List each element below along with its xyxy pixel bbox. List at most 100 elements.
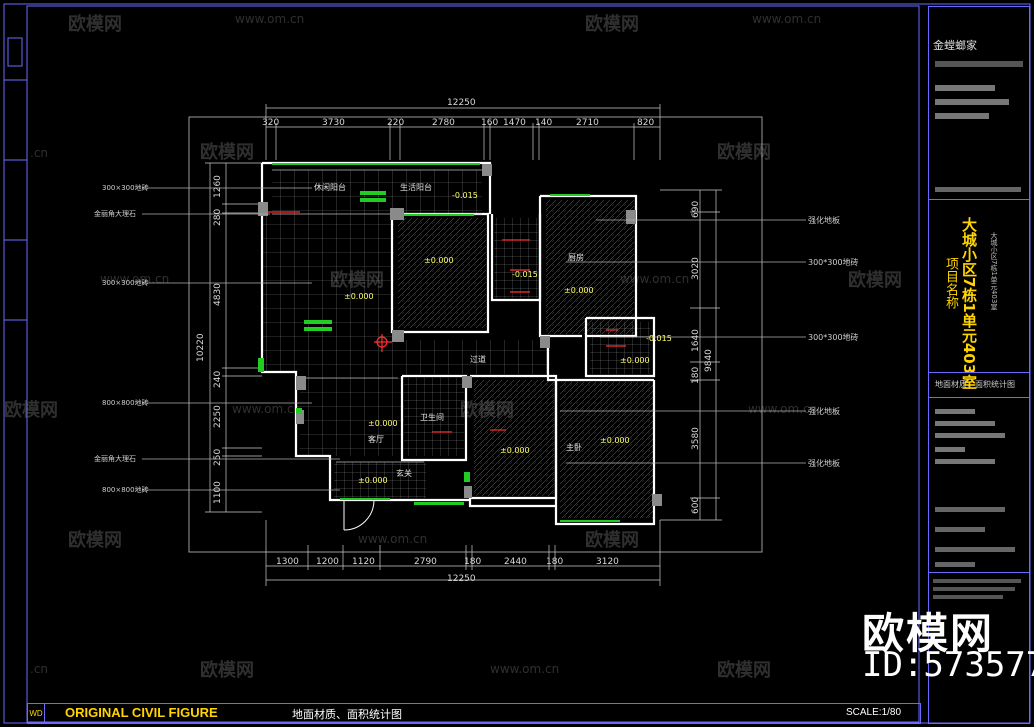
dim-right-seg: 180 <box>691 366 701 384</box>
kitchen-floor <box>398 218 486 328</box>
dim-top-seg: 160 <box>481 118 499 128</box>
watermark-logo: 欧模网 <box>717 142 771 163</box>
room-label: 厨房 <box>568 253 584 262</box>
watermark-url: www.om.cn <box>620 272 690 286</box>
elevation-mark: ±0.000 <box>564 286 594 295</box>
watermark-logo: 欧模网 <box>585 14 639 35</box>
dim-top-seg: 220 <box>387 118 405 128</box>
watermark-url: .cn <box>30 662 49 676</box>
info-bar <box>935 562 975 567</box>
dim-bottom-seg: 2440 <box>504 557 527 567</box>
watermark-url: .cn <box>30 146 49 160</box>
drawing-subtitle: 地面材质、面积统计图 <box>292 708 402 721</box>
watermark-url: www.om.cn <box>235 12 305 26</box>
watermark-url: www.om.cn <box>748 402 818 416</box>
dim-bottom-seg: 1200 <box>316 557 339 567</box>
elevation-mark: -0.015 <box>452 191 478 200</box>
room-label: 玄关 <box>396 469 412 478</box>
left-note: 800×800地砖 <box>102 486 149 494</box>
company-line <box>935 61 1023 67</box>
drawing-name: 地面材质，面积统计图 <box>935 380 1015 389</box>
watermark-logo: 欧模网 <box>68 530 122 551</box>
dim-bottom-seg: 3120 <box>596 557 619 567</box>
elevation-mark: ±0.000 <box>500 446 530 455</box>
room-label: 过道 <box>470 355 486 364</box>
wd-label: WD <box>28 704 45 723</box>
leader-lines-right <box>560 219 806 464</box>
info-bar <box>933 579 1021 583</box>
dim-top-seg: 140 <box>535 118 553 128</box>
elevation-mark: ±0.000 <box>620 356 650 365</box>
watermark-logo: 欧模网 <box>200 142 254 163</box>
elevation-mark: ±0.000 <box>358 476 388 485</box>
info-bar <box>935 113 989 119</box>
watermark-logo: 欧模网 <box>4 400 58 421</box>
elevation-mark: ±0.000 <box>600 436 630 445</box>
dim-left-seg: 1100 <box>213 481 223 504</box>
dim-bottom-seg: 2790 <box>414 557 437 567</box>
dim-bottom-seg: 180 <box>546 557 564 567</box>
right-note: 强化地板 <box>808 216 840 225</box>
watermark-url: www.om.cn <box>232 402 302 416</box>
info-bar <box>935 99 1009 105</box>
room-label: 生活阳台 <box>400 183 432 192</box>
entry-floor <box>334 462 426 498</box>
info-bar <box>935 421 995 426</box>
watermark-logo: 欧模网 <box>848 270 902 291</box>
dim-overall-bottom: 12250 <box>447 574 476 584</box>
dim-right-seg: 1640 <box>691 329 701 352</box>
dim-right-seg: 3020 <box>691 257 701 280</box>
dim-top-seg: 320 <box>262 118 280 128</box>
watermark-url: www.om.cn <box>752 12 822 26</box>
dim-lines-top <box>265 104 661 160</box>
watermark-logo: 欧模网 <box>200 660 254 681</box>
room-label: 主卧 <box>566 443 582 452</box>
brand-id: ID:573577 <box>862 645 1034 685</box>
info-bar <box>935 409 975 414</box>
dim-left-seg: 240 <box>213 370 223 388</box>
dim-top-seg: 1470 <box>503 118 526 128</box>
dim-left-seg: 4830 <box>213 283 223 306</box>
divider <box>929 372 1029 373</box>
scale-label: SCALE:1/80 <box>846 707 902 718</box>
project-name-en: 大城小区7栋1单元403室 <box>990 232 998 311</box>
company-name-bar <box>935 187 1021 192</box>
columns <box>258 164 662 506</box>
dim-right-seg: 690 <box>691 200 701 218</box>
watermark-url: www.om.cn <box>358 532 428 546</box>
bedroom-mid-floor <box>474 380 554 496</box>
dim-overall-left: 10220 <box>196 333 206 362</box>
dim-top-seg: 2710 <box>576 118 599 128</box>
watermark-url: www.om.cn <box>490 662 560 676</box>
room-label: 休闲阳台 <box>314 183 346 192</box>
dim-top-seg: 3730 <box>322 118 345 128</box>
right-note: 强化地板 <box>808 407 840 416</box>
storage-floor <box>404 378 464 456</box>
divider <box>929 397 1029 398</box>
elevation-mark: -0.015 <box>646 334 672 343</box>
info-bar <box>935 433 1005 438</box>
watermark-logo: 欧模网 <box>585 530 639 551</box>
watermark-url: www.om.cn <box>100 272 170 286</box>
left-note: 800×800地砖 <box>102 399 149 407</box>
leader-lines-left <box>142 187 340 491</box>
elevation-mark: ±0.000 <box>344 292 374 301</box>
dim-right-seg: 600 <box>691 496 701 514</box>
wc-floor <box>494 218 538 298</box>
dim-lines-bottom <box>265 520 661 586</box>
left-note: 300×300地砖 <box>102 279 149 287</box>
title-block: 金螳螂家 大城小区7栋1单元403室 项目名称 大城小区7栋1单元403室 地面… <box>928 6 1030 724</box>
right-note: 300*300地砖 <box>808 258 859 267</box>
dim-lines-left <box>205 162 262 513</box>
elevation-mark: -0.015 <box>512 270 538 279</box>
info-bar <box>933 595 1003 599</box>
dim-bottom-seg: 1300 <box>276 557 299 567</box>
watermark-logo: 欧模网 <box>717 660 771 681</box>
green-markers <box>258 163 620 522</box>
dim-top-seg: 820 <box>637 118 655 128</box>
dim-overall-right: 9840 <box>704 349 714 372</box>
left-note: 金丽角大理石 <box>94 455 136 463</box>
left-note: 300×300地砖 <box>102 184 149 192</box>
